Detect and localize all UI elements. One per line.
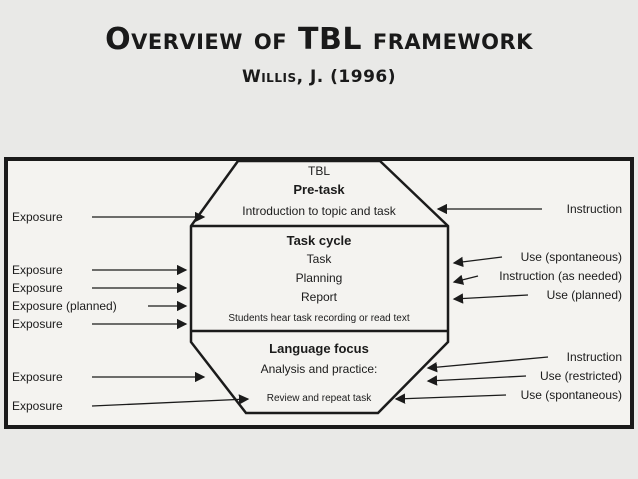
left-label-1: Exposure	[12, 210, 63, 224]
diagram-header: TBL	[308, 164, 330, 178]
right-arrow-4	[452, 293, 529, 304]
languagefocus-heading: Language focus	[269, 341, 369, 356]
taskcycle-planning: Planning	[296, 271, 343, 285]
left-label-7: Exposure	[12, 399, 63, 413]
pretask-heading: Pre-task	[293, 182, 345, 197]
right-arrow-5	[426, 356, 549, 373]
taskcycle-footnote: Students hear task recording or read tex…	[228, 313, 409, 324]
right-arrow-3	[452, 274, 479, 285]
tbl-diagram: TBL Pre-task Introduction to topic and t…	[12, 159, 622, 415]
left-label-5: Exposure	[12, 317, 63, 331]
right-arrow-6	[426, 375, 527, 386]
right-label-2: Use (spontaneous)	[521, 250, 622, 264]
pretask-line: Introduction to topic and task	[242, 204, 396, 218]
framework-octagon	[189, 159, 450, 415]
taskcycle-report: Report	[301, 290, 338, 304]
right-label-3: Instruction (as needed)	[499, 269, 622, 283]
right-label-7: Use (spontaneous)	[521, 388, 622, 402]
taskcycle-task: Task	[307, 252, 333, 266]
right-label-6: Use (restricted)	[540, 369, 622, 383]
languagefocus-line2: Review and repeat task	[267, 393, 373, 404]
slide-title: Overview of TBL framework	[105, 22, 533, 57]
diagram-panel: TBL Pre-task Introduction to topic and t…	[4, 157, 634, 429]
left-label-3: Exposure	[12, 281, 63, 295]
left-label-2: Exposure	[12, 263, 63, 277]
left-arrow-7	[91, 394, 250, 407]
right-arrow-2	[452, 256, 503, 268]
slide-subtitle: Willis, J. (1996)	[241, 67, 397, 87]
left-label-4: Exposure (planned)	[12, 299, 117, 313]
taskcycle-heading: Task cycle	[287, 233, 352, 248]
languagefocus-line1: Analysis and practice:	[261, 362, 378, 376]
right-arrow-7	[394, 393, 507, 404]
right-label-1: Instruction	[567, 202, 622, 216]
right-label-5: Instruction	[567, 350, 622, 364]
left-label-6: Exposure	[12, 370, 63, 384]
right-label-4: Use (planned)	[547, 288, 622, 302]
